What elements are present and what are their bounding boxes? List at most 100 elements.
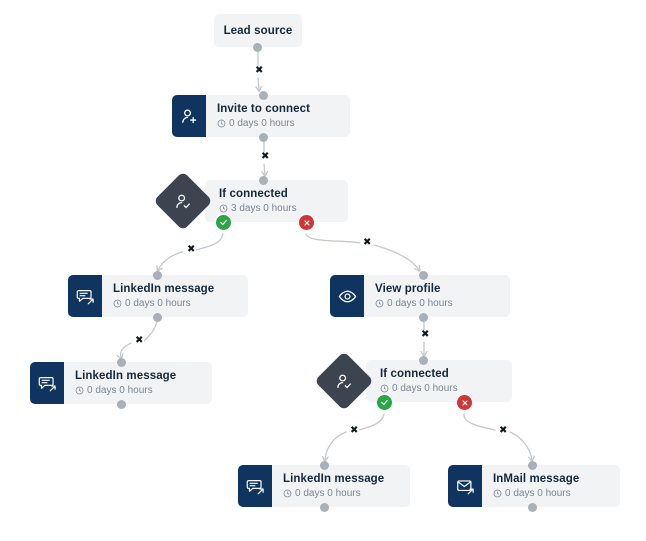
condition-diamond[interactable] — [314, 351, 374, 411]
node-body: LinkedIn message 0 days 0 hours — [102, 275, 248, 317]
node-anchor-dot-bottom — [253, 43, 262, 52]
clock-icon — [283, 489, 292, 498]
edge-lm1-to-lm2-a — [143, 320, 158, 342]
clock-icon — [75, 386, 84, 395]
edge-if2-no-b — [509, 431, 532, 460]
node-delay-label: 0 days 0 hours — [392, 383, 458, 394]
node-anchor-dot-top — [153, 271, 162, 280]
check-icon — [381, 400, 388, 406]
edge-delete-handle[interactable]: ✖ — [134, 335, 145, 346]
branch-badge-yes[interactable] — [216, 215, 231, 230]
node-body: InMail message 0 days 0 hours — [482, 465, 620, 507]
clock-icon — [493, 489, 502, 498]
check-icon — [220, 220, 227, 226]
node-anchor-dot-top — [117, 358, 126, 367]
node-delay-label: 0 days 0 hours — [87, 385, 153, 396]
node-if-connected-1[interactable]: If connected 3 days 0 hours — [205, 180, 348, 222]
person-plus-icon — [172, 95, 206, 137]
node-body: Invite to connect 0 days 0 hours — [206, 95, 350, 137]
clock-icon — [219, 204, 228, 213]
chat-send-icon — [68, 275, 102, 317]
node-title: LinkedIn message — [113, 283, 215, 295]
node-anchor-dot-top — [259, 176, 268, 185]
condition-diamond[interactable] — [153, 171, 213, 231]
node-anchor-dot-bottom — [153, 313, 162, 322]
node-anchor-dot-top — [419, 271, 428, 280]
edge-if1-no-a — [305, 233, 361, 244]
node-body: LinkedIn message 0 days 0 hours — [272, 465, 410, 507]
node-title: If connected — [380, 368, 449, 380]
node-title: LinkedIn message — [283, 473, 385, 485]
node-title: Lead source — [223, 24, 293, 37]
edge-delete-handle[interactable]: ✖ — [186, 244, 197, 255]
node-inmail-message[interactable]: InMail message 0 days 0 hours — [448, 465, 620, 507]
node-body: LinkedIn message 0 days 0 hours — [64, 362, 212, 404]
node-title: InMail message — [493, 473, 580, 485]
edge-lead-source-to-invite-b — [258, 77, 259, 90]
clock-icon — [113, 299, 122, 308]
node-delay: 0 days 0 hours — [493, 487, 620, 500]
person-check-icon — [174, 192, 193, 211]
branch-badge-no[interactable] — [457, 395, 472, 410]
edge-delete-handle[interactable]: ✖ — [420, 329, 431, 340]
node-delay: 0 days 0 hours — [217, 117, 350, 130]
node-delay-label: 0 days 0 hours — [295, 488, 361, 499]
chat-send-icon — [30, 362, 64, 404]
edge-delete-handle[interactable]: ✖ — [349, 425, 360, 436]
close-icon — [461, 399, 468, 406]
envelope-send-icon — [448, 465, 482, 507]
node-anchor-dot-top — [419, 356, 428, 365]
node-body: If connected 3 days 0 hours — [205, 180, 348, 222]
node-body: View profile 0 days 0 hours — [364, 275, 510, 317]
node-delay: 0 days 0 hours — [113, 297, 248, 310]
edge-if1-yes-a — [195, 233, 224, 251]
node-anchor-dot-top — [320, 461, 329, 470]
node-view-profile[interactable]: View profile 0 days 0 hours — [330, 275, 510, 317]
node-title: If connected — [219, 188, 288, 200]
node-delay-label: 0 days 0 hours — [125, 298, 191, 309]
node-title: View profile — [375, 283, 441, 295]
node-delay: 0 days 0 hours — [75, 384, 212, 397]
node-invite-to-connect[interactable]: Invite to connect 0 days 0 hours — [172, 95, 350, 137]
node-delay: 0 days 0 hours — [283, 487, 410, 500]
node-linkedin-message-2[interactable]: LinkedIn message 0 days 0 hours — [30, 362, 212, 404]
node-anchor-dot-top — [528, 461, 537, 470]
node-delay-label: 0 days 0 hours — [505, 488, 571, 499]
node-anchor-dot-bottom — [419, 313, 428, 322]
node-title: LinkedIn message — [75, 370, 177, 382]
node-if-connected-2[interactable]: If connected 0 days 0 hours — [366, 360, 512, 402]
node-title: Invite to connect — [217, 103, 311, 115]
node-anchor-dot-bottom — [117, 400, 126, 409]
node-delay: 0 days 0 hours — [380, 382, 512, 395]
chat-send-icon — [238, 465, 272, 507]
edge-delete-handle[interactable]: ✖ — [254, 65, 265, 76]
close-icon — [303, 219, 310, 226]
node-delay-label: 3 days 0 hours — [231, 203, 297, 214]
branch-badge-no[interactable] — [299, 215, 314, 230]
edge-if2-no-a — [463, 413, 496, 431]
branch-badge-yes[interactable] — [377, 395, 392, 410]
node-linkedin-message-3[interactable]: LinkedIn message 0 days 0 hours — [238, 465, 410, 507]
edge-delete-handle[interactable]: ✖ — [498, 425, 509, 436]
eye-icon — [330, 275, 364, 317]
edge-lm1-to-lm2-b — [120, 342, 132, 358]
edge-delete-handle[interactable]: ✖ — [362, 237, 373, 248]
node-anchor-dot-bottom — [259, 133, 268, 142]
node-lead-source[interactable]: Lead source — [214, 14, 302, 47]
person-check-icon — [335, 372, 354, 391]
edge-if2-yes-a — [358, 413, 385, 431]
node-anchor-dot-bottom — [320, 503, 329, 512]
node-delay: 0 days 0 hours — [375, 297, 510, 310]
edge-if1-yes-b — [158, 251, 183, 270]
edge-delete-handle[interactable]: ✖ — [260, 151, 271, 162]
node-anchor-dot-top — [259, 91, 268, 100]
edge-if1-no-b — [373, 244, 419, 270]
node-delay-label: 0 days 0 hours — [229, 118, 295, 129]
node-anchor-dot-bottom — [528, 503, 537, 512]
edge-if2-yes-b — [325, 431, 347, 460]
node-linkedin-message-1[interactable]: LinkedIn message 0 days 0 hours — [68, 275, 248, 317]
node-body: If connected 0 days 0 hours — [366, 360, 512, 402]
clock-icon — [375, 299, 384, 308]
